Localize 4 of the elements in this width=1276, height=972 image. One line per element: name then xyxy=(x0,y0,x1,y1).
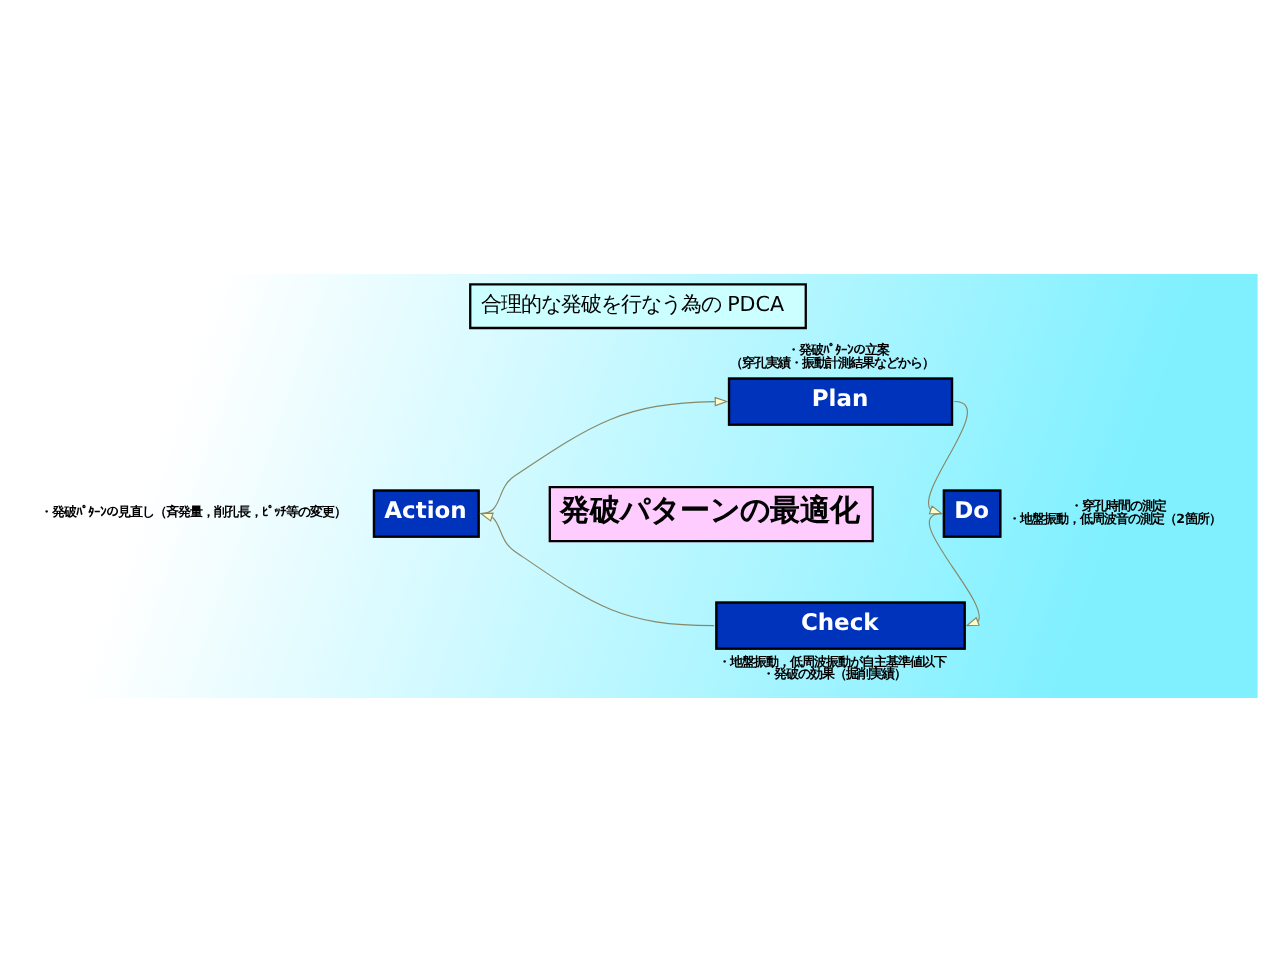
arrow xyxy=(480,396,729,515)
diagram-title: 合理的な発破を行なう為の PDCA xyxy=(480,293,785,318)
arrow xyxy=(929,513,980,627)
arrow xyxy=(479,512,715,627)
